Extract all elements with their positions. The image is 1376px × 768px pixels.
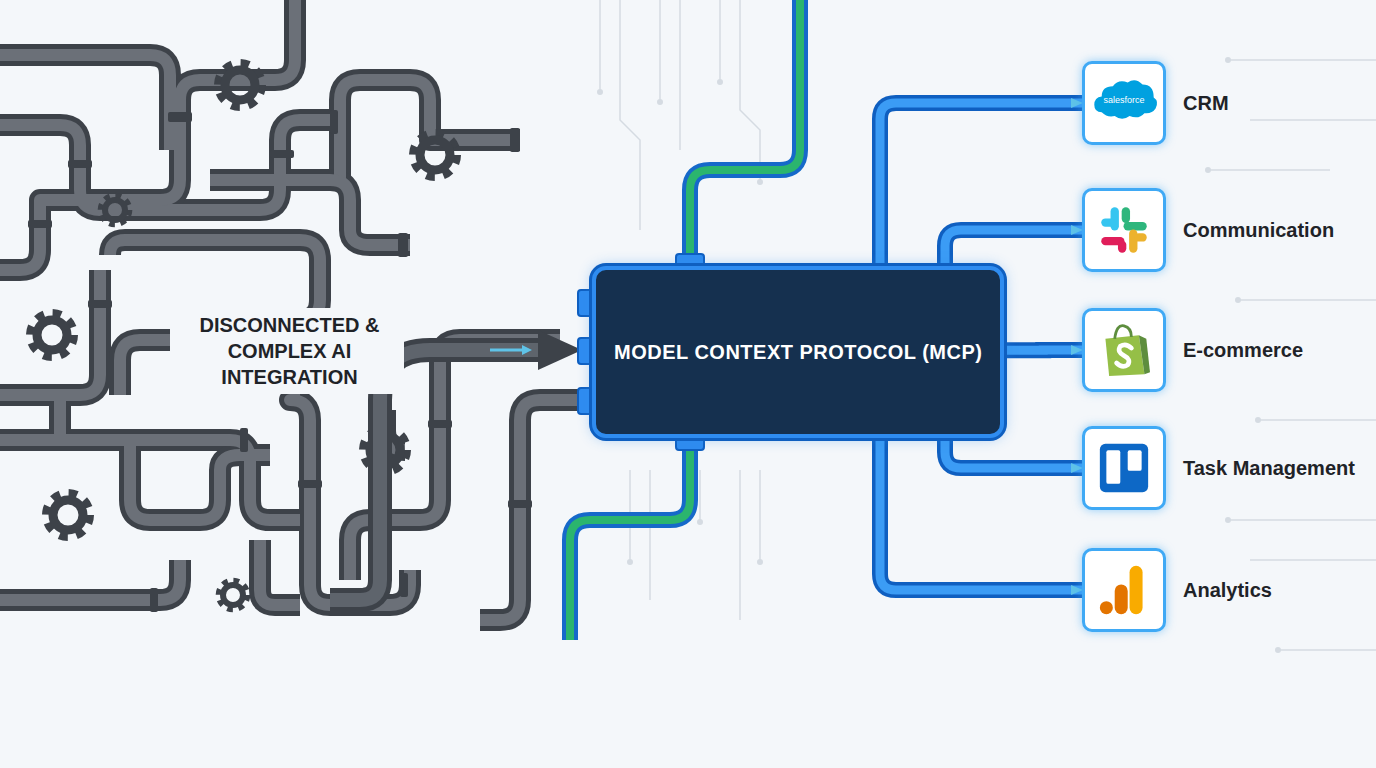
logo-wordmark: salesforce (1091, 94, 1157, 106)
section-label: DISCONNECTED & COMPLEX AI INTEGRATION (175, 308, 404, 394)
app-category: Communication (1183, 218, 1373, 243)
data-pipe (864, 414, 1082, 590)
app-icon: E-commerce (1082, 308, 1166, 392)
app-category: CRM (1183, 91, 1373, 116)
app-logo (1085, 191, 1163, 269)
app-icon: salesforceCRM (1082, 61, 1166, 145)
protocol-hub: MODEL CONTEXT PROTOCOL (MCP) (592, 266, 1004, 438)
app-icon: Task Management (1082, 426, 1166, 510)
app-logo (1085, 551, 1163, 629)
app-logo (1085, 311, 1163, 389)
app-category: E-commerce (1183, 338, 1373, 363)
app-icon: Communication (1082, 188, 1166, 272)
app-icon: Analytics (1082, 548, 1166, 632)
app-logo (1085, 429, 1163, 507)
hub-title: MODEL CONTEXT PROTOCOL (MCP) (600, 329, 996, 375)
app-category: Task Management (1183, 456, 1373, 481)
app-category: Analytics (1183, 578, 1373, 603)
data-pipe (1004, 350, 1082, 351)
